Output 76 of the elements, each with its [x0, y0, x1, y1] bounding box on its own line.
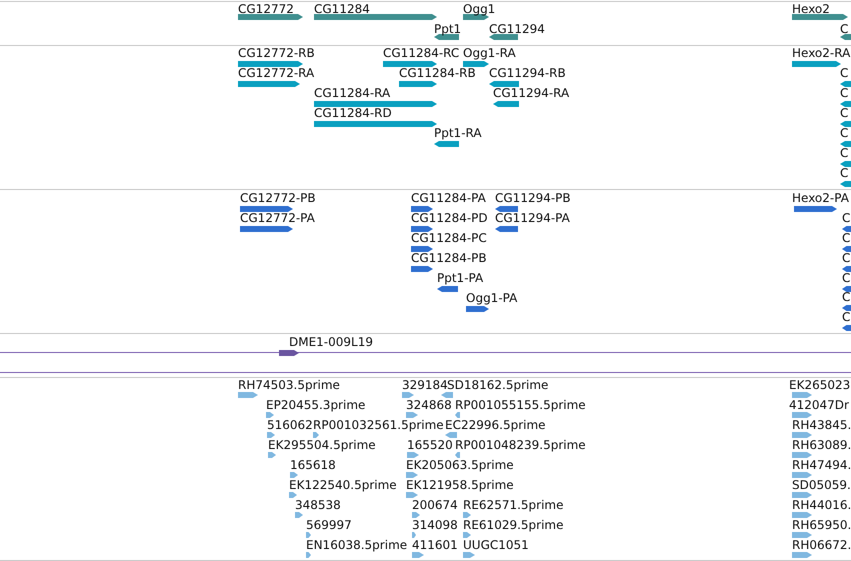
protein-label: Ogg1-PA — [466, 292, 518, 305]
est-label: 329184 — [402, 379, 448, 392]
est-label: UUGC1051 — [463, 539, 529, 552]
est-label: 165520 — [407, 439, 453, 452]
est-label: RP001032561.5prime — [313, 419, 444, 432]
protein-label: CG12772-PA — [240, 212, 315, 225]
transcript-label: CG11284-RC — [383, 47, 460, 60]
transcript-label: C — [840, 147, 848, 160]
clone-label: DME1-009L19 — [289, 336, 373, 349]
est-label: RH74503.5prime — [238, 379, 340, 392]
est-label: EK122540.5prime — [289, 479, 397, 492]
est-label: 412047Dr — [789, 399, 849, 412]
est-label: 165618 — [290, 459, 336, 472]
gene-label: Ogg1 — [463, 3, 496, 16]
gene-label: Hexo2 — [792, 3, 830, 16]
transcript-label: CG11294-RB — [489, 67, 566, 80]
est-label: EK295504.5prime — [268, 439, 376, 452]
protein-label: CG11284-PB — [411, 252, 487, 265]
est-label: EN16038.5prime — [306, 539, 408, 552]
est-label: RH06672. — [792, 539, 851, 552]
est-label: RE62571.5prime — [463, 499, 564, 512]
est-label: RP001055155.5prime — [455, 399, 586, 412]
gene-label: CG11294 — [489, 23, 545, 36]
transcript-label: Ogg1-RA — [463, 47, 516, 60]
est-label: EC22996.5prime — [445, 419, 546, 432]
est-label: 324868 — [406, 399, 452, 412]
transcript-label: C — [840, 167, 848, 180]
protein-label: CG11294-PA — [495, 212, 570, 225]
est-label: RH65950. — [792, 519, 851, 532]
gene-label: C — [840, 23, 848, 36]
est-label: EK121958.5prime — [406, 479, 514, 492]
est-label: RH44016. — [792, 499, 851, 512]
est-label: EK265023 — [789, 379, 850, 392]
transcript-label: Ppt1-RA — [434, 127, 482, 140]
transcript-label: C — [840, 127, 848, 140]
protein-label: Ppt1-PA — [437, 272, 484, 285]
est-label: 411601 — [412, 539, 458, 552]
protein-label: CG11284-PD — [411, 212, 488, 225]
est-label: 314098 — [412, 519, 458, 532]
est-label: RP001048239.5prime — [455, 439, 586, 452]
est-label: 516062 — [267, 419, 313, 432]
transcript-label: CG11294-RA — [493, 87, 570, 100]
protein-label: C — [842, 212, 850, 225]
transcript-label: CG11284-RB — [399, 67, 476, 80]
protein-label: C — [842, 252, 850, 265]
protein-label: CG12772-PB — [240, 192, 316, 205]
protein-label: Hexo2-PA — [792, 192, 849, 205]
transcript-label: C — [840, 87, 848, 100]
protein-label: CG11284-PA — [411, 192, 486, 205]
transcript-label: Hexo2-RA — [792, 47, 850, 60]
est-label: 200674 — [412, 499, 458, 512]
est-label: SD05059. — [792, 479, 851, 492]
protein-label: C — [842, 272, 850, 285]
protein-label: C — [842, 291, 850, 304]
protein-label: C — [842, 232, 850, 245]
est-label: 569997 — [306, 519, 352, 532]
transcript-label: C — [840, 67, 848, 80]
transcript-label: CG11284-RA — [314, 87, 390, 100]
transcript-label: C — [840, 107, 848, 120]
transcript-label: CG12772-RB — [238, 47, 315, 60]
gene-label: CG11284 — [314, 3, 370, 16]
est-label: SD18162.5prime — [447, 379, 548, 392]
est-label: EP20455.3prime — [266, 399, 366, 412]
transcript-label: CG12772-RA — [238, 67, 314, 80]
protein-label: CG11294-PB — [495, 192, 571, 205]
gene-label: Ppt1 — [434, 23, 462, 36]
protein-label: CG11284-PC — [411, 232, 487, 245]
est-label: EK205063.5prime — [406, 459, 514, 472]
gene-label: CG12772 — [238, 3, 294, 16]
transcript-label: CG11284-RD — [314, 107, 392, 120]
est-label: 348538 — [295, 499, 341, 512]
est-label: RH47494. — [792, 459, 851, 472]
est-label: RH63089. — [792, 439, 851, 452]
est-label: RH43845. — [792, 419, 851, 432]
est-label: RE61029.5prime — [463, 519, 564, 532]
protein-label: C — [842, 311, 850, 324]
